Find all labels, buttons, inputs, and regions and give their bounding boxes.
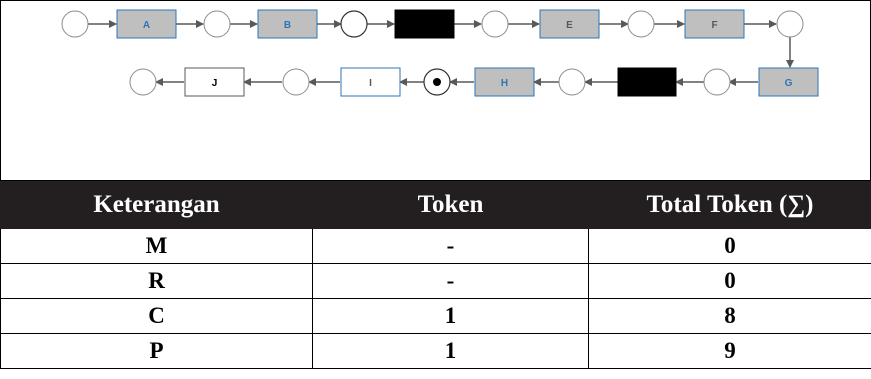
transition-black-1 <box>394 9 455 39</box>
place <box>703 68 731 96</box>
header-total-token: Total Token (∑) <box>588 181 871 229</box>
cell-token: - <box>312 263 589 299</box>
header-keterangan: Keterangan <box>0 181 313 229</box>
cell-total: 8 <box>588 298 871 334</box>
place <box>129 68 157 96</box>
transition-g-label: G <box>785 78 793 89</box>
petri-net-diagram: A B E F G H I J <box>0 0 871 181</box>
cell-token: 1 <box>312 298 589 334</box>
transition-h-label: H <box>501 78 508 89</box>
place <box>203 10 231 38</box>
cell-total: 9 <box>588 333 871 369</box>
place <box>776 10 804 38</box>
transition-b-label: B <box>284 20 291 31</box>
token-dot <box>433 78 441 86</box>
cell-token: - <box>312 228 589 264</box>
cell-keterangan: P <box>0 333 313 369</box>
token-table: Keterangan Token Total Token (∑) M - 0 R… <box>0 181 871 369</box>
place <box>558 68 586 96</box>
cell-total: 0 <box>588 228 871 264</box>
transition-i-label: I <box>369 78 372 89</box>
table-row: P 1 9 <box>0 333 871 369</box>
petri-net-svg: A B E F G H I J <box>61 9 819 97</box>
place <box>481 10 509 38</box>
table-row: M - 0 <box>0 228 871 264</box>
transition-b <box>257 9 318 39</box>
table-row: R - 0 <box>0 263 871 299</box>
transition-a <box>116 9 177 39</box>
cell-keterangan: R <box>0 263 313 299</box>
transition-e <box>539 9 600 39</box>
cell-keterangan: M <box>0 228 313 264</box>
transition-e-label: E <box>566 20 573 31</box>
cell-token: 1 <box>312 333 589 369</box>
cell-total: 0 <box>588 263 871 299</box>
place <box>282 68 310 96</box>
header-token: Token <box>312 181 589 229</box>
transition-h <box>474 67 535 97</box>
cell-keterangan: C <box>0 298 313 334</box>
transition-f <box>684 9 745 39</box>
transition-j <box>184 67 245 97</box>
place <box>61 10 89 38</box>
table-row: C 1 8 <box>0 298 871 334</box>
transition-i <box>340 67 401 97</box>
place <box>340 10 368 38</box>
transition-a-label: A <box>143 20 150 31</box>
table-header-row: Keterangan Token Total Token (∑) <box>0 181 871 229</box>
transition-black-2 <box>617 67 677 97</box>
transition-j-label: J <box>212 78 218 89</box>
transition-g <box>758 67 819 97</box>
transition-f-label: F <box>711 20 717 31</box>
place <box>627 10 655 38</box>
